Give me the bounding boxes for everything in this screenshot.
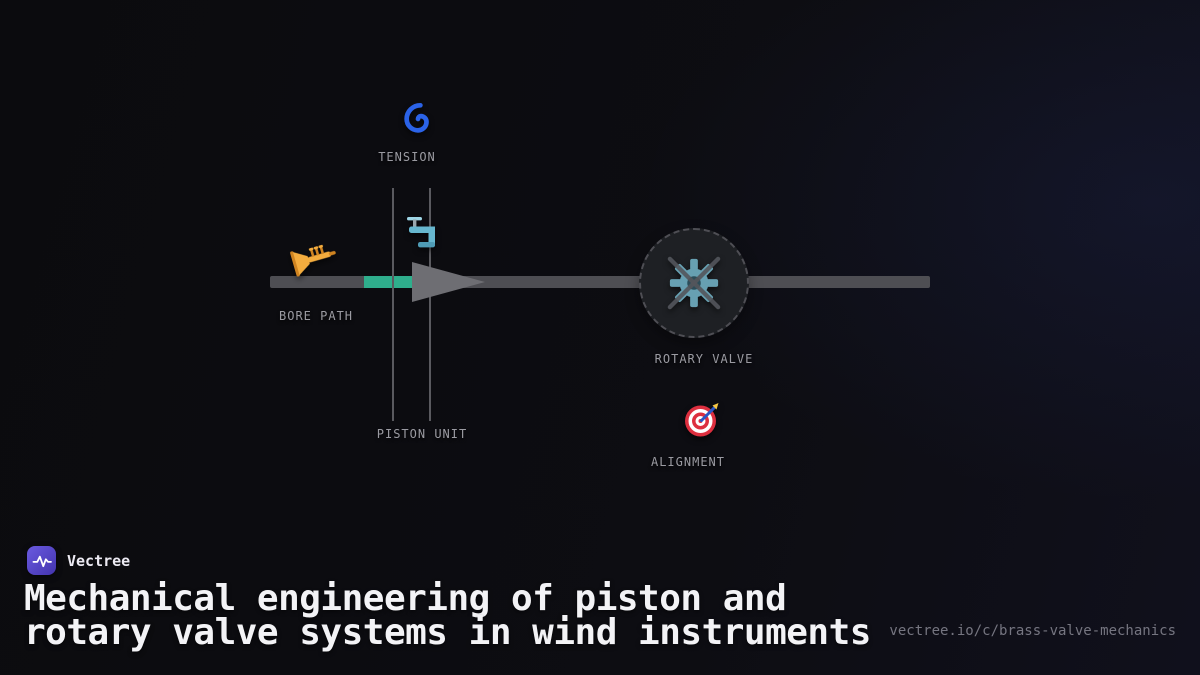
c-clamp-icon	[405, 217, 440, 261]
piston-boundary-line-right	[429, 188, 431, 421]
bore-active-segment	[364, 276, 412, 288]
rotary-valve-housing	[639, 228, 749, 338]
airflow-direction-arrow	[412, 262, 485, 302]
crossed-gear-icon	[667, 256, 721, 310]
piston-unit-label: PISTON UNIT	[376, 427, 468, 441]
page-url: vectree.io/c/brass-valve-mechanics	[889, 623, 1176, 639]
rotary-valve-label: ROTARY VALVE	[654, 352, 754, 366]
target-dart-icon	[683, 402, 720, 443]
cyclone-spiral-icon	[401, 102, 435, 140]
piston-boundary-line-left	[392, 188, 394, 421]
page-title: Mechanical engineering of piston and rot…	[24, 578, 871, 653]
waveform-icon	[32, 555, 52, 567]
brand-name: Vectree	[67, 552, 131, 570]
trumpet-icon	[288, 236, 344, 284]
tension-label: TENSION	[378, 150, 436, 164]
bore-path-label: BORE PATH	[279, 309, 354, 323]
vectree-logo	[27, 546, 56, 575]
alignment-label: ALIGNMENT	[650, 455, 726, 469]
